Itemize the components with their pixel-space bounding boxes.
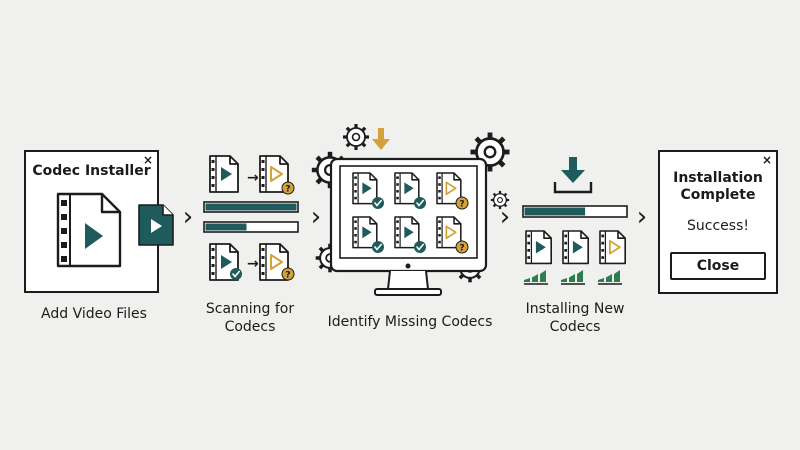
window-title: Installation Complete [660,170,776,204]
video-file-icon [394,172,420,205]
close-icon[interactable]: × [761,153,772,167]
step-4-caption-line1: Installing New [525,301,625,317]
video-file-icon [209,155,239,193]
video-file-icon [394,216,420,249]
svg-text:→: → [247,256,259,272]
video-file-icon[interactable] [138,204,174,246]
close-button[interactable]: Close [670,252,766,280]
video-file-icon [599,230,627,265]
step-4-caption: Installing New Codecs [515,300,635,336]
question-badge-icon [455,196,469,210]
close-icon[interactable]: × [142,153,153,167]
check-badge-icon [413,196,427,210]
download-arrow-icon [553,157,593,194]
scan-stage: → → [203,155,299,281]
question-badge-icon [281,267,295,281]
check-badge-icon [371,196,385,210]
window-title-line2: Complete [680,187,756,203]
check-badge-icon [371,240,385,254]
video-file-icon [352,172,378,205]
signal-bars-icon [560,269,586,285]
identify-stage [312,122,510,296]
scan-progress-fill-top [205,203,297,211]
question-badge-icon [455,240,469,254]
chevron-right-icon: › [310,202,322,232]
check-badge-icon [413,240,427,254]
scan-progress-fill-bottom [205,223,247,231]
chevron-right-icon: › [636,202,648,232]
gear-icon [341,122,371,152]
window-title-line1: Installation [673,170,763,186]
video-file-icon [562,230,590,265]
chevron-right-icon: › [182,202,194,232]
window-title: Codec Installer [32,163,151,179]
install-stage [522,157,628,285]
step-2-caption-line2: Codecs [224,319,276,335]
scan-progress-track-bottom [203,221,299,233]
signal-bars-icon [597,269,623,285]
success-message: Success! [687,218,749,234]
video-file-icon [525,230,553,265]
step-1-caption: Add Video Files [41,306,147,322]
video-file-icon [352,216,378,249]
step-2-caption: Scanning for Codecs [195,300,305,336]
install-progress-fill [524,207,586,216]
svg-text:→: → [247,170,259,186]
signal-bars-icon [523,269,549,285]
question-badge-icon [281,181,295,195]
installation-complete-window: × Installation Complete Success! Close [658,150,778,294]
chevron-right-icon: › [499,202,511,232]
video-file-icon [56,192,122,268]
step-4-caption-line2: Codecs [549,319,601,335]
codec-installer-window: Codec Installer × [24,150,159,293]
step-2-caption-line1: Scanning for [205,301,295,317]
check-badge-icon [229,267,243,281]
step-3-caption: Identify Missing Codecs [327,314,493,330]
download-arrow-icon [372,128,390,150]
